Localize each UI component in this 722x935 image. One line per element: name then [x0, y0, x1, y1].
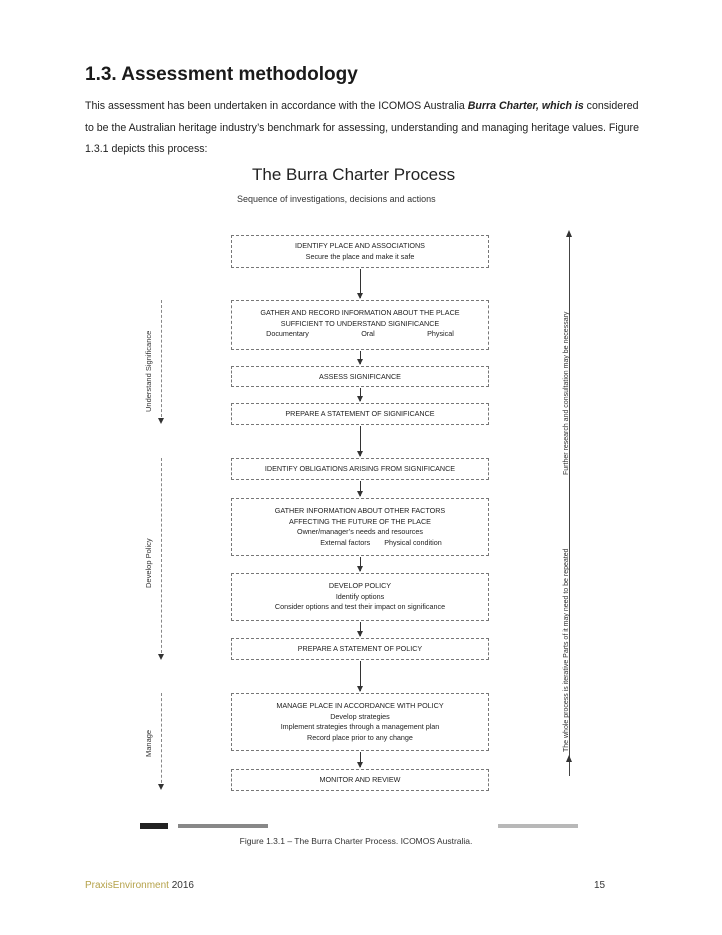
flow-arrow: [357, 351, 363, 365]
box-line: MONITOR AND REVIEW: [319, 775, 401, 784]
figure-caption: Figure 1.3.1 – The Burra Charter Process…: [0, 836, 722, 846]
box-line: SUFFICIENT TO UNDERSTAND SIGNIFICANCE: [280, 318, 440, 328]
box-line: Record place prior to any change: [307, 732, 413, 742]
box-line: Physical condition: [384, 537, 442, 547]
box-line: MANAGE PLACE IN ACCORDANCE WITH POLICY: [276, 701, 444, 710]
box-line: Secure the place and make it safe: [305, 251, 415, 261]
process-box-statement-policy: PREPARE A STATEMENT OF POLICY: [231, 638, 489, 660]
caption-text: Figure 1.3.1 – The Burra Charter Process…: [239, 836, 473, 846]
scan-footer-blurred-text: [498, 824, 578, 828]
para-text-pre: This assessment has been undertaken in a…: [85, 100, 468, 112]
process-box-statement-significance: PREPARE A STATEMENT OF SIGNIFICANCE: [231, 403, 489, 425]
flow-arrow: [357, 481, 363, 497]
section-heading: 1.3. Assessment methodology: [85, 64, 358, 85]
flow-arrow: [357, 622, 363, 637]
box-line: GATHER AND RECORD INFORMATION ABOUT THE …: [260, 308, 460, 317]
process-box-gather-other-factors: GATHER INFORMATION ABOUT OTHER FACTORS A…: [231, 498, 489, 556]
box-line: PREPARE A STATEMENT OF SIGNIFICANCE: [285, 409, 435, 418]
process-box-identify-obligations: IDENTIFY OBLIGATIONS ARISING FROM SIGNIF…: [231, 458, 489, 480]
box-line: IDENTIFY OBLIGATIONS ARISING FROM SIGNIF…: [264, 464, 456, 473]
process-box-gather-record: GATHER AND RECORD INFORMATION ABOUT THE …: [231, 300, 489, 350]
flow-arrow: [357, 661, 363, 692]
box-line: IDENTIFY PLACE AND ASSOCIATIONS: [295, 241, 425, 250]
figure-subtitle: Sequence of investigations, decisions an…: [237, 194, 436, 204]
stage-label-develop: Develop Policy: [144, 538, 153, 588]
process-box-identify-place: IDENTIFY PLACE AND ASSOCIATIONS Secure t…: [231, 235, 489, 268]
flow-arrow: [357, 426, 363, 457]
box-line: AFFECTING THE FUTURE OF THE PLACE: [289, 516, 431, 526]
factors-row: External factors Physical condition: [232, 538, 488, 549]
box-line: Owner/manager’s needs and resources: [297, 527, 423, 536]
process-box-monitor-review: MONITOR AND REVIEW: [231, 769, 489, 791]
figure-scan-footer-strip: [140, 823, 585, 829]
right-label-iterative: The whole process is iterative Parts of …: [563, 548, 570, 753]
stage-line-understand: [158, 300, 164, 424]
box-line: Implement strategies through a managemen…: [280, 722, 440, 731]
up-arrow-icon: [566, 230, 572, 237]
up-arrow-icon: [566, 755, 572, 762]
flow-arrow: [357, 752, 363, 768]
box-line: Oral: [361, 329, 375, 338]
scan-footer-blurred-text: [178, 824, 268, 828]
box-line: External factors: [320, 537, 371, 547]
process-box-develop-policy: DEVELOP POLICY Identify options Consider…: [231, 573, 489, 621]
flow-arrow: [357, 557, 363, 572]
footer-year: 2016: [171, 880, 194, 891]
process-box-assess-significance: ASSESS SIGNIFICANCE: [231, 366, 489, 387]
box-line: Physical: [427, 329, 454, 338]
box-line: Documentary: [266, 329, 309, 338]
stage-line-manage: [158, 693, 164, 790]
iterative-line: [569, 236, 570, 776]
right-label-further-research: Further research and consultation may be…: [563, 311, 570, 475]
box-line: ASSESS SIGNIFICANCE: [319, 372, 401, 381]
burra-charter-figure: The Burra Charter Process Sequence of in…: [140, 160, 585, 830]
para-text-post: considered to be the Australian heritage…: [85, 100, 639, 155]
box-line: PREPARE A STATEMENT OF POLICY: [297, 644, 423, 653]
brand-name: PraxisEnvironment: [85, 880, 169, 891]
intro-paragraph: This assessment has been undertaken in a…: [85, 96, 645, 161]
box-line: GATHER INFORMATION ABOUT OTHER FACTORS: [274, 506, 446, 515]
box-line: Develop strategies: [330, 711, 390, 721]
box-line: DEVELOP POLICY: [328, 581, 392, 590]
info-types-row: Documentary Oral Physical: [232, 329, 488, 340]
stage-label-understand: Understand Significance: [144, 330, 153, 412]
burra-charter-emphasis: Burra Charter, which is: [467, 100, 584, 112]
stage-line-develop: [158, 458, 164, 660]
process-box-manage-place: MANAGE PLACE IN ACCORDANCE WITH POLICY D…: [231, 693, 489, 751]
figure-title: The Burra Charter Process: [252, 165, 456, 184]
footer-brand: PraxisEnvironment 2016: [85, 880, 194, 891]
page-number: 15: [594, 880, 606, 891]
scan-footer-dark-block: [140, 823, 168, 829]
box-line: Identify options: [335, 591, 385, 601]
stage-label-manage: Manage: [144, 729, 153, 757]
flow-arrow: [357, 388, 363, 402]
box-line: Consider options and test their impact o…: [274, 602, 446, 611]
flow-arrow: [357, 269, 363, 299]
